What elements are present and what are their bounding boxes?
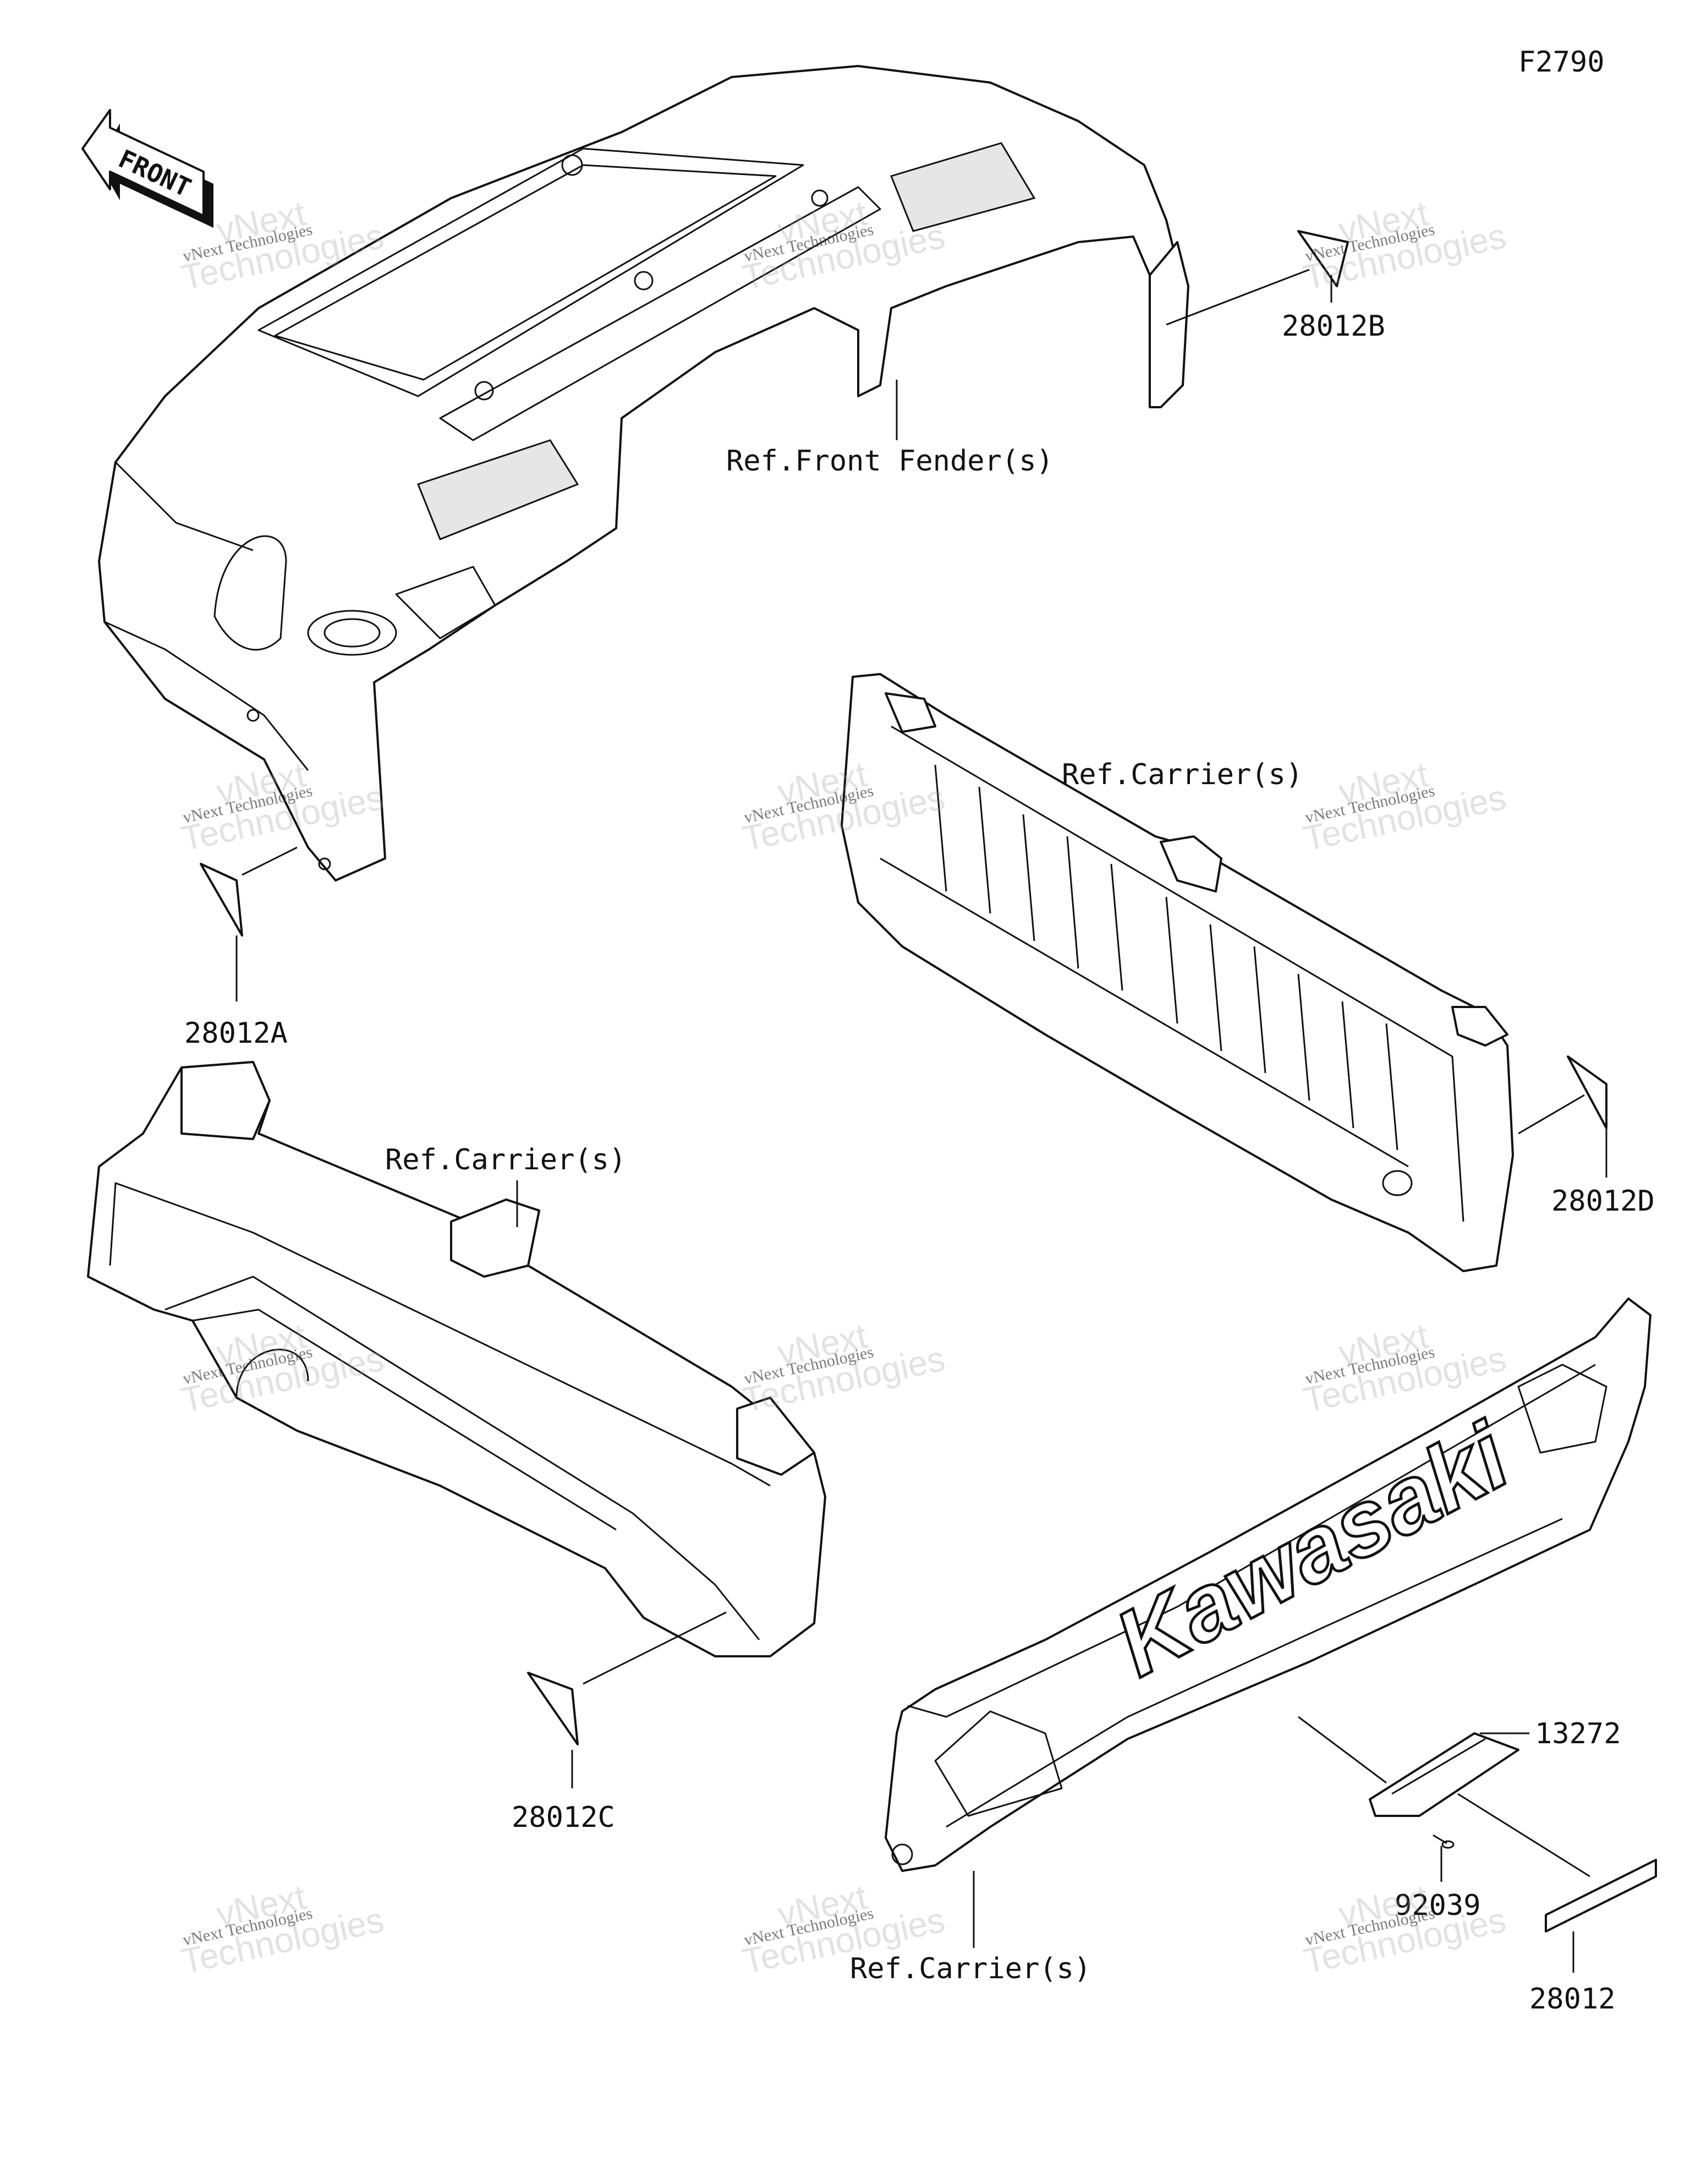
front-cowl-illustration xyxy=(98,65,1189,882)
decal-28012B xyxy=(1297,230,1349,287)
decal-28012D xyxy=(1567,1055,1607,1129)
figure-code: F2790 xyxy=(1518,46,1605,79)
ref-carrier-upper-label: Ref.Carrier(s) xyxy=(1062,758,1303,791)
rivet-92039 xyxy=(1433,1834,1455,1849)
ref-carrier-left-label: Ref.Carrier(s) xyxy=(385,1143,626,1176)
part-28012D-label: 28012D xyxy=(1551,1185,1655,1218)
carrier-panel-upper-right xyxy=(841,673,1514,1272)
part-28012-label: 28012 xyxy=(1529,1983,1616,2016)
part-13272-label: 13272 xyxy=(1535,1717,1621,1750)
part-92039-label: 92039 xyxy=(1395,1889,1481,1922)
watermark-12: vNext Technologies vNext Technologies xyxy=(1300,1877,1509,1982)
part-28012B-label: 28012B xyxy=(1282,310,1385,343)
decal-28012C xyxy=(527,1672,579,1745)
carrier-panel-left xyxy=(87,1061,826,1657)
ref-carrier-bottom-label: Ref.Carrier(s) xyxy=(850,1952,1091,1985)
watermark-9: vNext Technologies vNext Technologies xyxy=(1300,1316,1509,1420)
part-28012A-label: 28012A xyxy=(184,1017,288,1050)
bracket-13272 xyxy=(1369,1732,1519,1817)
front-arrow-icon: FRONT xyxy=(81,109,213,228)
watermark-6: vNext Technologies vNext Technologies xyxy=(1300,754,1509,859)
watermark-10: vNext Technologies vNext Technologies xyxy=(178,1877,387,1982)
ref-front-fender-label: Ref.Front Fender(s) xyxy=(726,445,1053,478)
part-28012C-label: 28012C xyxy=(512,1801,615,1834)
watermark-8: vNext Technologies vNext Technologies xyxy=(739,1316,948,1420)
decal-28012 xyxy=(1545,1859,1657,1933)
decal-28012A xyxy=(200,863,243,937)
carrier-panel-kawasaki xyxy=(885,1298,1651,1872)
